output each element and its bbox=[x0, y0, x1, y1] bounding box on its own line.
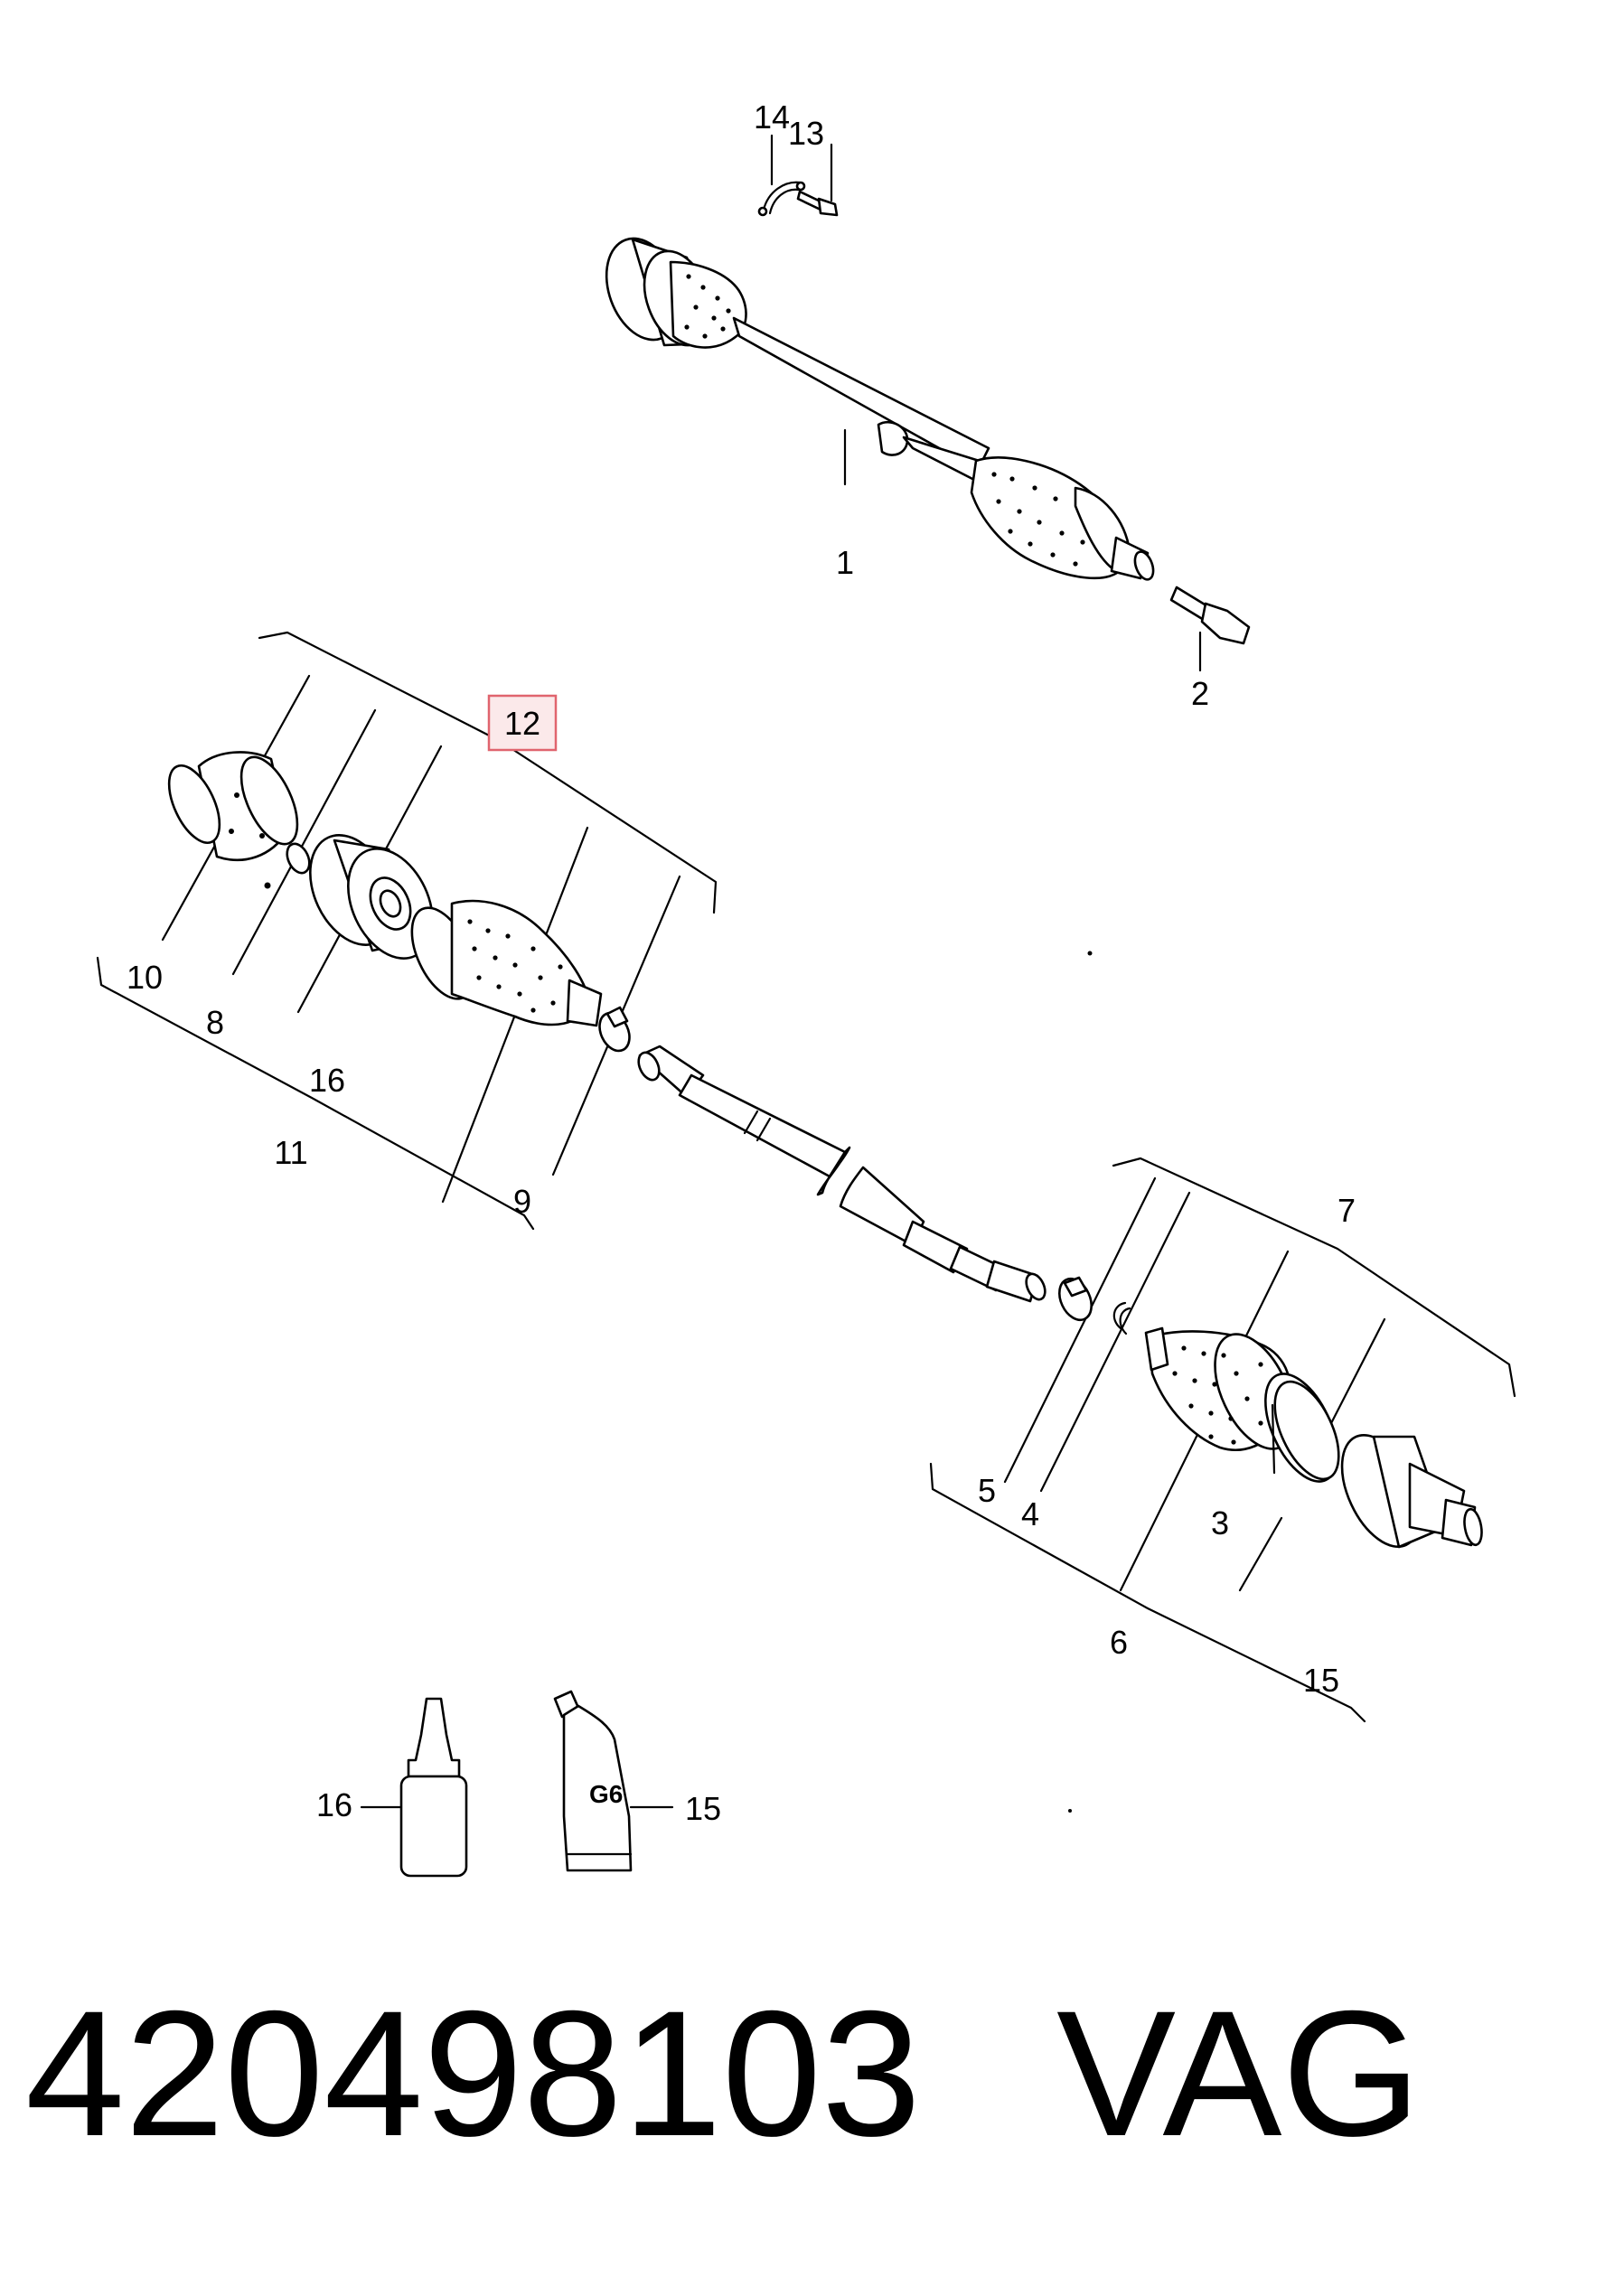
tube-label: G6 bbox=[589, 1780, 623, 1808]
complete-drive-shaft bbox=[605, 237, 1155, 581]
leader-lines-top bbox=[770, 134, 1202, 672]
clip-14 bbox=[757, 181, 806, 217]
callout-labels: 1 2 3 4 5 6 7 8 9 10 11 13 14 15 16 16 1… bbox=[127, 98, 1356, 1827]
circlip-8 bbox=[264, 842, 311, 889]
part-number-footer: 420498103 VAG bbox=[25, 1961, 1422, 2187]
callout-4: 4 bbox=[1021, 1495, 1039, 1532]
hose-clamp-inner bbox=[598, 1006, 631, 1053]
callout-11: 11 bbox=[274, 1134, 307, 1171]
part-number: 420498103 bbox=[25, 1973, 922, 2173]
callout-3: 3 bbox=[1211, 1504, 1229, 1542]
callout-9: 9 bbox=[513, 1183, 531, 1220]
outer-cv-joint bbox=[1340, 1433, 1483, 1549]
highlight-box bbox=[487, 694, 558, 752]
callout-12: 12 bbox=[504, 705, 540, 742]
sealant-bottle bbox=[399, 1697, 468, 1878]
callout-2: 2 bbox=[1191, 675, 1209, 712]
intermediate-shaft bbox=[637, 1045, 1047, 1303]
bolt-13 bbox=[796, 190, 839, 217]
grease-tube: G6 bbox=[553, 1690, 633, 1872]
bolt-2 bbox=[1169, 586, 1251, 645]
inner-cv-joint bbox=[309, 834, 434, 960]
callout-8: 8 bbox=[206, 1004, 224, 1041]
callout-16-bottle: 16 bbox=[316, 1786, 352, 1823]
outer-boot-6 bbox=[1144, 1326, 1295, 1451]
cover-10 bbox=[167, 751, 299, 861]
highlighted-callout-12[interactable]: 12 bbox=[487, 694, 558, 752]
callout-7: 7 bbox=[1338, 1192, 1356, 1229]
callout-16-bracket: 16 bbox=[309, 1062, 345, 1099]
hose-clamp-5 bbox=[1058, 1276, 1093, 1322]
circlip-4 bbox=[1112, 1301, 1131, 1335]
callout-10: 10 bbox=[127, 959, 163, 996]
inner-boot-9 bbox=[410, 899, 603, 1027]
callout-15-bracket: 15 bbox=[1303, 1662, 1339, 1699]
callout-13: 13 bbox=[788, 115, 824, 152]
callout-5: 5 bbox=[978, 1472, 996, 1509]
callout-1: 1 bbox=[836, 544, 854, 581]
callout-14: 14 bbox=[754, 98, 790, 136]
clamp-3 bbox=[1264, 1373, 1340, 1483]
callout-15-tube: 15 bbox=[685, 1790, 721, 1827]
brand-name: VAG bbox=[1056, 1973, 1422, 2173]
callout-6: 6 bbox=[1110, 1624, 1128, 1661]
